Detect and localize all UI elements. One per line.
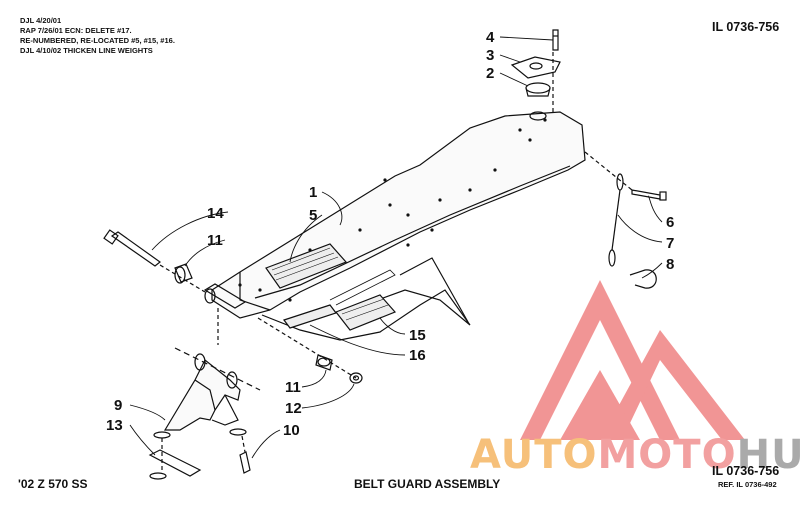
- revision-note-2: RAP 7/26/01 ECN: DELETE #17.: [20, 26, 132, 35]
- callout-9: 9: [114, 397, 122, 414]
- decal-5: [265, 243, 348, 289]
- pin-6: [631, 189, 667, 201]
- callout-8: 8: [666, 256, 674, 273]
- watermark-logo: [520, 280, 745, 440]
- diagram-title: BELT GUARD ASSEMBLY: [354, 477, 501, 491]
- callout-10: 10: [283, 422, 300, 439]
- bushing-11-upper: [174, 263, 193, 284]
- callout-11-lower: 11: [285, 379, 301, 396]
- callout-2: 2: [486, 65, 494, 82]
- callout-4: 4: [486, 29, 495, 46]
- callout-6: 6: [666, 214, 674, 231]
- belt-guard-plate: [211, 111, 586, 341]
- callout-11-upper: 11: [207, 232, 223, 249]
- callout-12: 12: [285, 400, 302, 417]
- stud-4: [552, 29, 559, 51]
- grommet-2: [525, 82, 551, 97]
- callout-16: 16: [409, 347, 426, 364]
- watermark-part-3: HUB: [736, 432, 800, 478]
- callout-1: 1: [309, 184, 317, 201]
- drawing-id-top: IL 0736-756: [712, 20, 780, 34]
- watermark-part-1: AUTO: [470, 432, 598, 478]
- callout-7: 7: [666, 235, 674, 252]
- bolt-14: [103, 229, 161, 267]
- washer-3: [510, 56, 561, 79]
- callout-14: 14: [207, 205, 224, 222]
- drawing-id-bottom: IL 0736-756: [712, 464, 780, 478]
- callout-3: 3: [486, 47, 494, 64]
- model-label: '02 Z 570 SS: [18, 477, 88, 491]
- callout-5: 5: [309, 207, 317, 224]
- nut-12: [349, 372, 363, 384]
- pivot-tube: [203, 283, 247, 309]
- bracket-9: [163, 353, 241, 431]
- clip-8: [629, 269, 657, 289]
- reference-id: REF. IL 0736-492: [718, 480, 777, 489]
- plate-13: [148, 431, 202, 480]
- decal-16: [283, 269, 396, 329]
- revision-note-1: DJL 4/20/01: [20, 16, 62, 25]
- watermark-text: AUTOMOTOHUB: [470, 432, 800, 478]
- watermark-part-2: MOTO: [597, 432, 737, 478]
- callout-13: 13: [106, 417, 123, 434]
- bolt-10: [229, 428, 251, 474]
- revision-note-3: RE-NUMBERED, RE-LOCATED #5, #15, #16.: [20, 36, 175, 45]
- callout-15: 15: [409, 327, 426, 344]
- decal-15: [335, 294, 397, 331]
- revision-note-4: DJL 4/10/02 THICKEN LINE WEIGHTS: [20, 46, 153, 55]
- tether-cable-7: [608, 173, 624, 267]
